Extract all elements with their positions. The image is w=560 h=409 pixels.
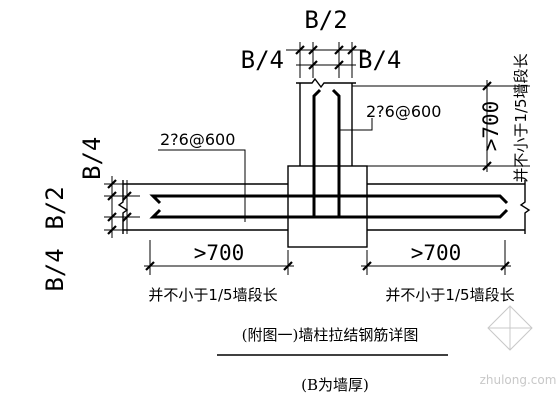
- tick-mark: [107, 225, 117, 235]
- bar-spec-label-horizontal: 2?6@600: [160, 130, 235, 149]
- tick-mark: [482, 81, 492, 91]
- tick-mark: [107, 179, 117, 189]
- tie-bar-horizontal-top: [149, 194, 509, 205]
- tick-mark: [283, 261, 293, 271]
- tick-mark: [482, 161, 492, 171]
- tie-bars: [149, 88, 509, 219]
- dim-label-wall-top-offset: B/4: [78, 137, 106, 180]
- tick-mark: [362, 261, 372, 271]
- tick-mark: [145, 261, 155, 271]
- anchorage-length-left: >700: [194, 241, 245, 265]
- tie-bar-vertical-left: [312, 88, 322, 218]
- min-length-note-left: 并不小于1/5墙段长: [148, 286, 277, 304]
- tick-mark: [334, 60, 344, 70]
- break-line-left: [117, 180, 129, 234]
- dimension-lines: [104, 42, 530, 275]
- dim-label-wall-bottom-offset: B/4: [41, 248, 69, 291]
- dim-label-column-left-offset: B/4: [241, 46, 284, 74]
- leader-line: [339, 118, 373, 131]
- tick-mark: [295, 45, 305, 55]
- tie-bar-horizontal-bottom: [149, 208, 509, 219]
- dimension-ticks: [107, 45, 510, 271]
- tick-mark: [122, 212, 132, 222]
- dim-label-wall-half-width: B/2: [41, 186, 69, 229]
- watermark-brand: zhulong.com: [480, 373, 557, 387]
- column-outline: [287, 165, 368, 248]
- figure-subcaption: (B为墙厚): [301, 376, 369, 394]
- min-length-note-vertical: 并不小于1/5墙段长: [512, 53, 530, 182]
- min-length-note-right: 并不小于1/5墙段长: [385, 286, 514, 304]
- tick-mark: [308, 60, 318, 70]
- tick-mark: [107, 212, 117, 222]
- break-line-top: [296, 77, 356, 89]
- break-line-right: [519, 180, 531, 234]
- zhulong-logo-icon: [487, 305, 533, 351]
- leader-line: [158, 149, 246, 222]
- dim-label-column-right-offset: B/4: [358, 46, 401, 74]
- break-lines: [117, 77, 531, 234]
- wall-column-outline: [123, 83, 525, 248]
- tick-mark: [334, 45, 344, 55]
- tick-mark: [347, 45, 357, 55]
- anchorage-length-right: >700: [411, 241, 462, 265]
- figure-caption: (附图一)墙柱拉结钢筋详图: [242, 326, 419, 344]
- dim-label-column-half-width: B/2: [304, 6, 347, 34]
- tick-mark: [107, 191, 117, 201]
- tick-mark: [308, 45, 318, 55]
- tick-mark: [122, 191, 132, 201]
- anchorage-length-vertical: >700: [479, 101, 503, 152]
- tie-bar-vertical-right: [331, 88, 341, 218]
- bar-spec-label-vertical: 2?6@600: [366, 102, 441, 121]
- tick-mark: [500, 261, 510, 271]
